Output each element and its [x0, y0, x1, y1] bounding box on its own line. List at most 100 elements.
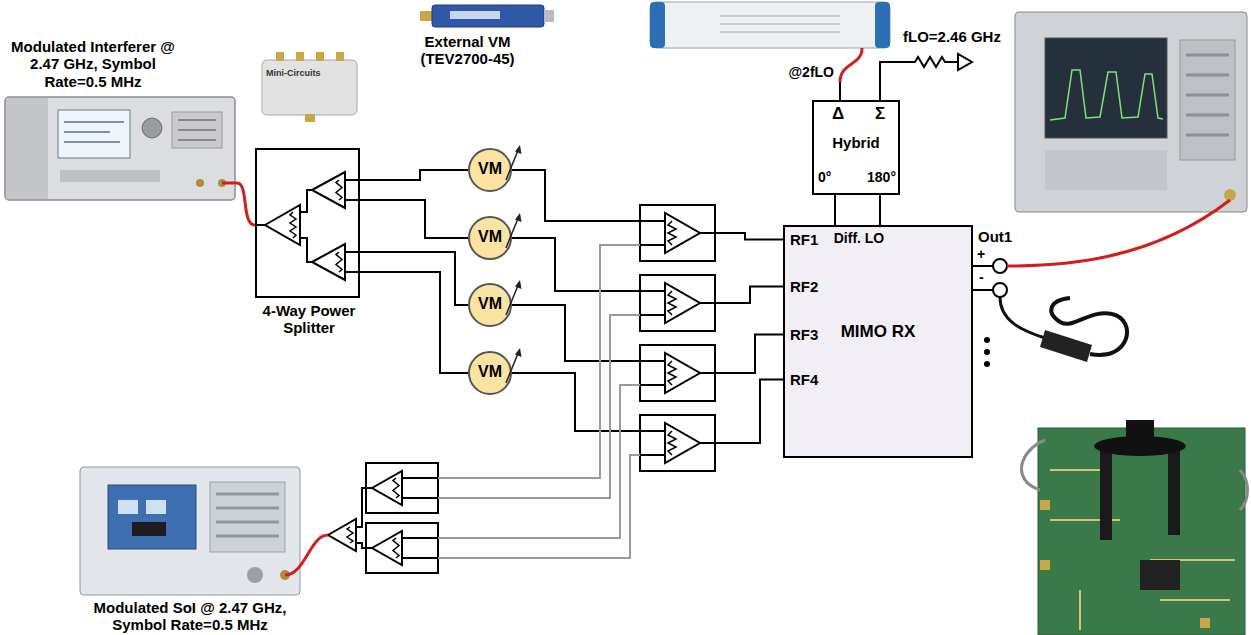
- ellipsis-dot: [984, 361, 990, 367]
- signal-generator-photo: [80, 467, 328, 595]
- output-wire: [973, 266, 993, 290]
- hybrid-coupler-box: ΔΣHybrid0°180°: [812, 100, 900, 195]
- signal-generator-photo: [5, 97, 237, 200]
- node-text: VM: [468, 160, 512, 178]
- keypad: [172, 112, 222, 148]
- node-text: Σ: [870, 104, 890, 124]
- rf-cable: [1007, 200, 1230, 266]
- usb-plug: [544, 10, 554, 22]
- splitter-triangle: [328, 519, 356, 551]
- pcb-trace: [1050, 470, 1235, 630]
- node-text: VM: [468, 295, 512, 313]
- output-probe-loop: [993, 283, 1007, 297]
- signal-label: fLO=2.46 GHz: [903, 28, 1013, 45]
- keypad: [210, 482, 285, 552]
- instrument-screen: [108, 485, 196, 549]
- spectrum-trace: [1050, 70, 1163, 120]
- soi-wires: [438, 245, 640, 558]
- rf-cable: [222, 182, 237, 185]
- node-text: RF4: [790, 371, 830, 388]
- rf-cable: [840, 48, 862, 82]
- node-text: MIMO RX: [815, 322, 941, 342]
- keypad-rows: [216, 494, 279, 536]
- splitter-triangle: [372, 531, 402, 565]
- combiner-box: [640, 205, 715, 261]
- vector-modulator-circle: VM: [468, 283, 512, 327]
- wire: [300, 190, 312, 262]
- resistor-symbol: [393, 538, 399, 558]
- stand-rod: [1100, 445, 1112, 540]
- vent-slits: [720, 16, 840, 32]
- port-wire: [839, 82, 841, 100]
- signal-label: -: [979, 269, 993, 285]
- output-probe-loop: [993, 259, 1007, 273]
- ellipsis-dot: [984, 349, 990, 355]
- resistor-symbol: [668, 361, 676, 385]
- vector-modulator-circle: VM: [468, 351, 512, 395]
- splitter-box: [366, 463, 438, 513]
- signal-wire: [360, 200, 468, 238]
- instrument-body: [5, 97, 235, 200]
- differential-probe-photo: [1000, 297, 1127, 362]
- vector-modulator-circle: VM: [468, 148, 512, 192]
- resistor-symbol: [336, 180, 342, 200]
- knob: [247, 567, 263, 583]
- keypad: [1180, 40, 1235, 160]
- connector: [1224, 189, 1236, 201]
- splitter-symbols: [255, 172, 360, 280]
- receiver-chip-box: RF1RF2RF3RF4Diff. LOMIMO RX: [783, 225, 973, 458]
- combiner-box: [640, 345, 715, 401]
- instrument-screen: [1045, 38, 1167, 138]
- node-text: 180°: [858, 169, 896, 185]
- connector: [196, 179, 204, 187]
- vm-circle: [469, 217, 511, 259]
- keypad-rows: [178, 120, 216, 140]
- instrument-handle: [650, 2, 665, 48]
- node-text: RF3: [790, 326, 830, 343]
- button-row: [60, 170, 160, 182]
- connector: [420, 11, 433, 21]
- instrument-node: Modulated SoI @ 2.47 GHz, Symbol Rate=0.…: [75, 463, 310, 635]
- stand-knob: [1126, 420, 1154, 444]
- module-body: [432, 5, 544, 27]
- vm-circle: [469, 352, 511, 394]
- tunable-arrow: [506, 283, 519, 315]
- resistor-symbol: [668, 431, 676, 455]
- connector: [336, 52, 344, 61]
- tunable-arrow: [506, 148, 519, 180]
- signal-label: Mini-Circuits: [266, 68, 354, 78]
- node-text: Diff. LO: [821, 230, 897, 246]
- node-text: Hybrid: [814, 134, 898, 151]
- splitter-triangle: [312, 244, 345, 280]
- screen-block: [118, 500, 138, 514]
- instrument-body: [650, 2, 890, 48]
- node-text: 4-Way Power Splitter: [249, 302, 369, 337]
- resistor-symbol: [336, 252, 342, 272]
- signal-wire: [360, 252, 468, 305]
- ellipsis-dot: [984, 337, 990, 343]
- resistor-symbol: [668, 291, 676, 315]
- vm-circle: [469, 149, 511, 191]
- node-text: 0°: [818, 169, 848, 185]
- splitter-body: [262, 60, 357, 115]
- tunable-arrow-head: [515, 348, 522, 357]
- probe-cable: [1051, 298, 1127, 355]
- spectrum-analyzer-photo: [1015, 12, 1247, 212]
- signal-label: +: [977, 246, 991, 262]
- tunable-arrow-head: [515, 145, 522, 154]
- tunable-arrow: [506, 351, 519, 383]
- combiner-box: [640, 275, 715, 331]
- tunable-arrow: [506, 216, 519, 248]
- connector: [296, 52, 304, 61]
- vm-module-photo: [420, 5, 554, 27]
- signal-wire: [834, 195, 836, 225]
- cable: [1021, 440, 1247, 510]
- button-panel: [1045, 150, 1167, 190]
- signal-wire: [360, 170, 468, 180]
- node-text: Modulated SoI @ 2.47 GHz, Symbol Rate=0.…: [70, 599, 310, 634]
- instrument-screen: [58, 110, 130, 158]
- signal-wire: [879, 195, 881, 225]
- combiner-symbols: [640, 205, 715, 471]
